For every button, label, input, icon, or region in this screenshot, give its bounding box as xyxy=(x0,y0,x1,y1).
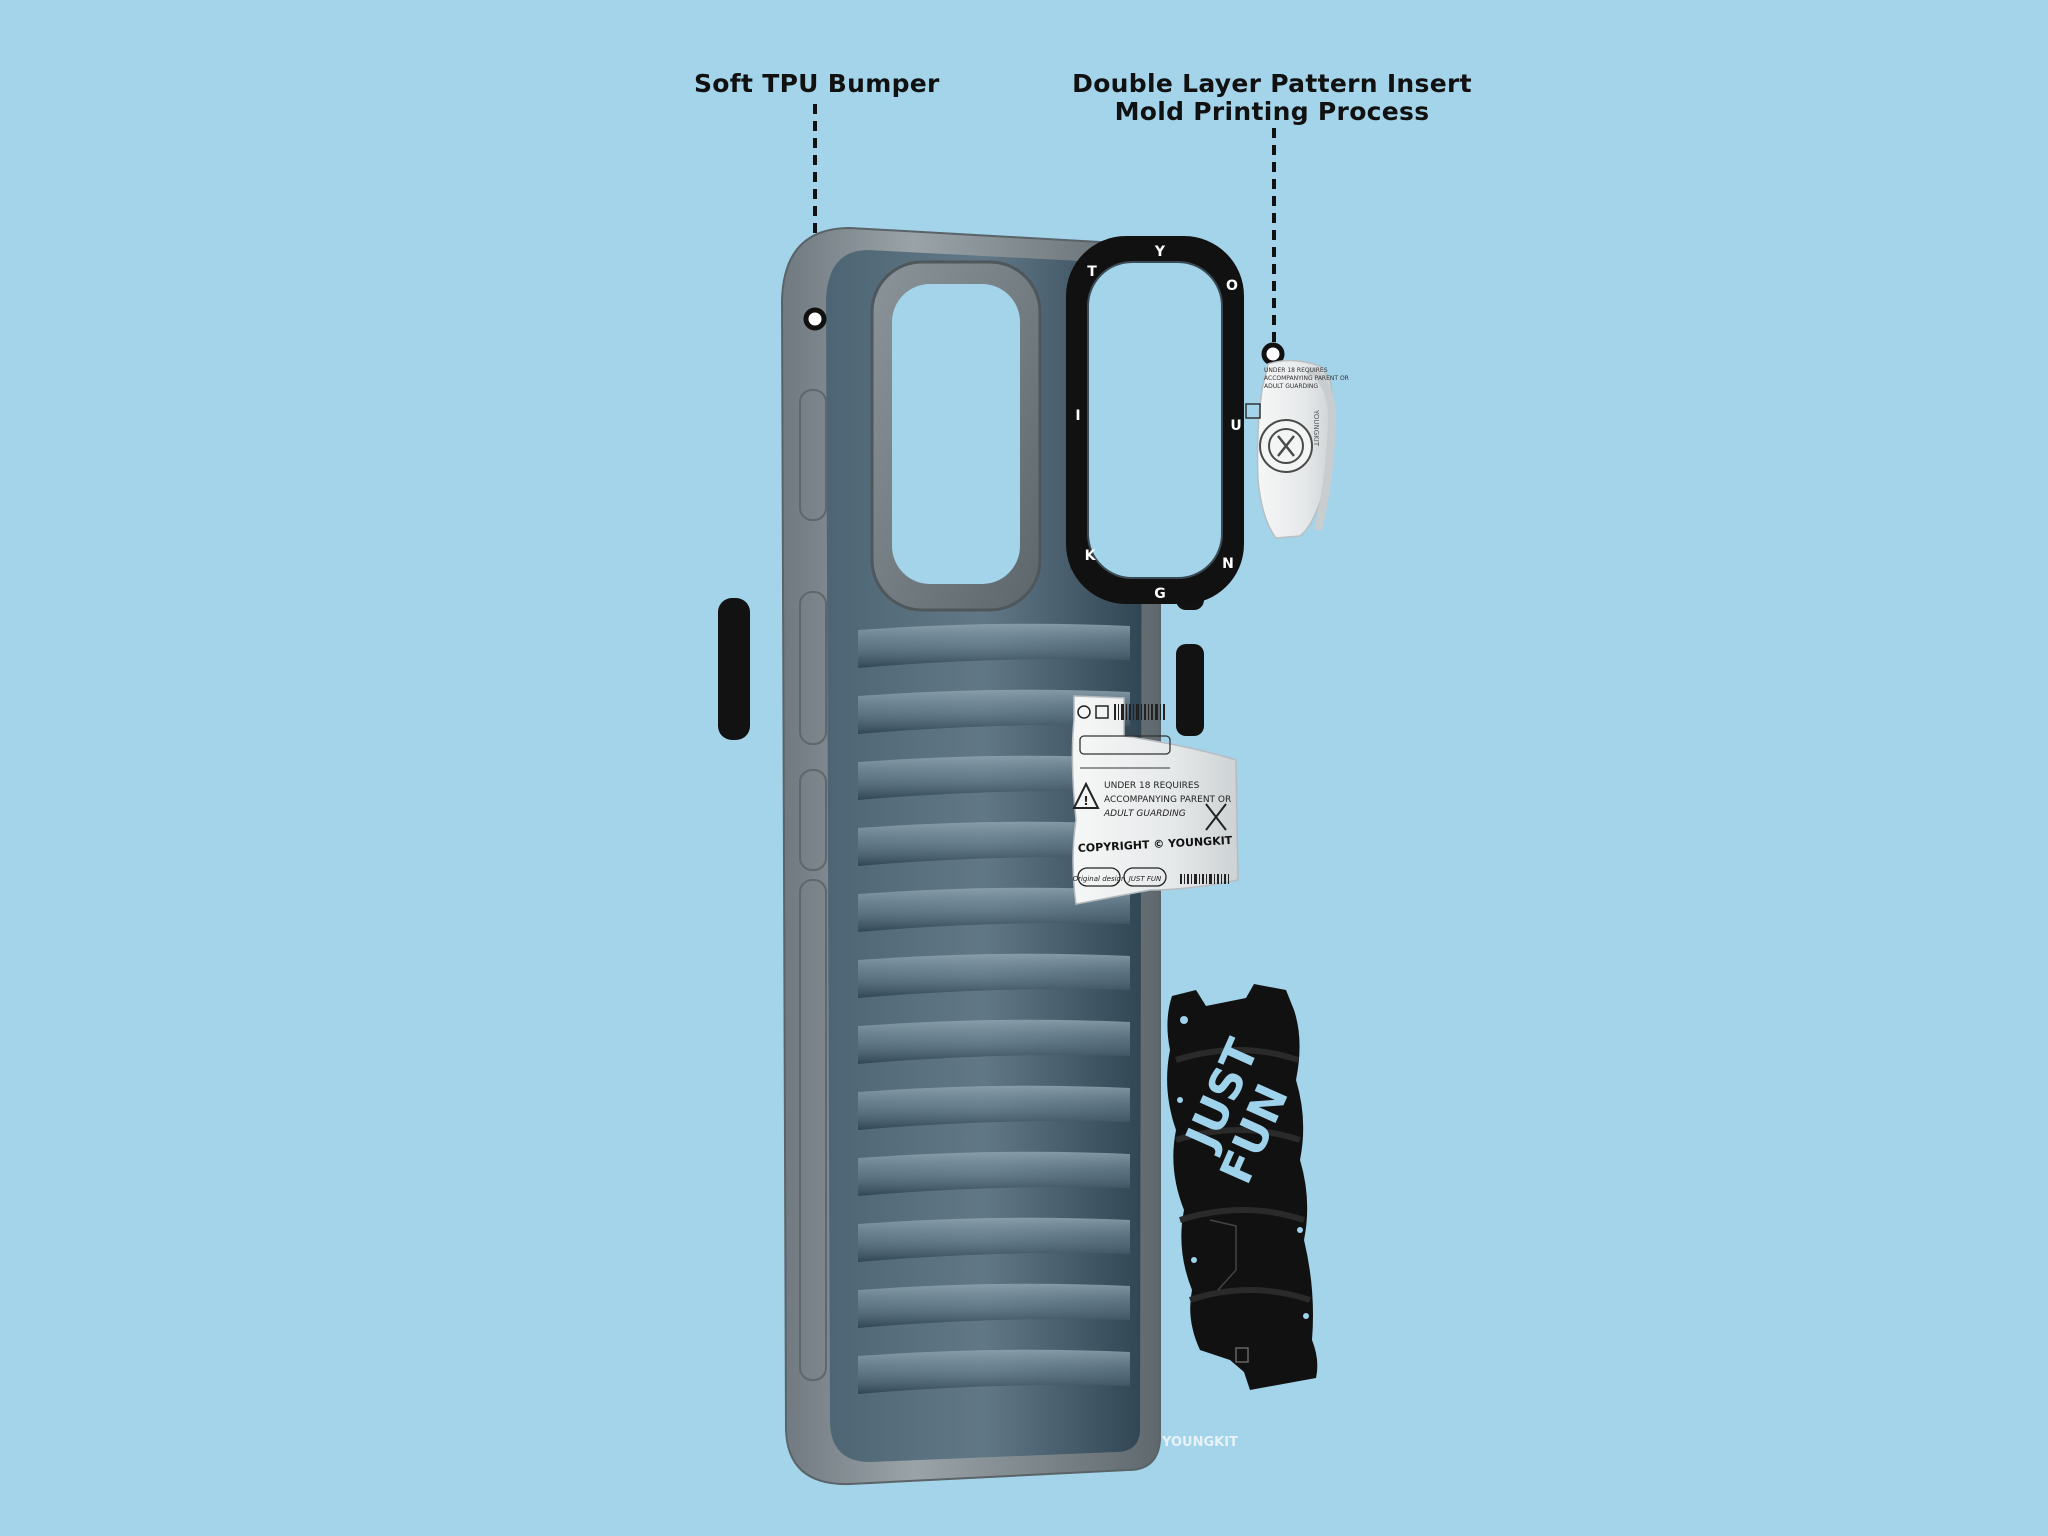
callout-text-insert-line1: Double Layer Pattern Insert xyxy=(1072,69,1472,98)
sticker-warning-line3: ADULT GUARDING xyxy=(1103,809,1186,819)
svg-text:!: ! xyxy=(1083,794,1088,808)
camera-cutout-hole xyxy=(892,284,1020,584)
sticker-card: ! UNDER 18 REQUIRES ACCOMPANYING PARENT … xyxy=(1071,695,1239,905)
case-rail-slot-3 xyxy=(799,769,827,871)
camera-ring: Y O U N G K I T xyxy=(1066,236,1244,604)
sticker-barcode-top xyxy=(1114,704,1165,720)
case-ribs xyxy=(858,623,1130,1394)
case-rail-slot-1 xyxy=(799,389,827,521)
warning-triangle-icon xyxy=(1072,781,1100,809)
small-sticker-text-3: ADULT GUARDING xyxy=(1264,383,1318,390)
callout-label-tpu-bumper: Soft TPU Bumper xyxy=(694,69,940,98)
ring-letter-i: I xyxy=(1075,408,1080,424)
sticker-barcode-bottom xyxy=(1180,874,1229,884)
callout-text-insert-line2: Mold Printing Process xyxy=(1114,97,1430,126)
small-sticker-side-text: YOUNGKIT xyxy=(1312,409,1320,447)
ring-letter-k: K xyxy=(1085,548,1097,564)
ring-letter-n: N xyxy=(1222,556,1234,572)
case-rail-slot-4 xyxy=(799,879,827,1381)
callout-text-tpu-bumper: Soft TPU Bumper xyxy=(694,69,940,98)
ring-letter-t: T xyxy=(1087,264,1097,280)
phone-case xyxy=(780,226,1161,1486)
ring-letter-g: G xyxy=(1154,586,1166,602)
sticker-tag-left: Original design xyxy=(1073,875,1126,883)
small-sticker: UNDER 18 REQUIRES ACCOMPANYING PARENT OR… xyxy=(1245,359,1349,539)
sticker-tag-right: JUST FUN xyxy=(1127,875,1162,883)
small-sticker-text-2: ACCOMPANYING PARENT OR xyxy=(1264,375,1349,382)
ring-letter-u: U xyxy=(1230,418,1241,434)
brand-mark: YOUNGKIT xyxy=(1161,1435,1238,1450)
side-button-left xyxy=(718,598,750,740)
sticker-warning-line2: ACCOMPANYING PARENT OR xyxy=(1104,795,1231,805)
ring-letter-y: Y xyxy=(1154,244,1166,260)
sticker-x-mark xyxy=(1205,803,1227,831)
callout-dot-tpu xyxy=(803,307,827,331)
ring-letter-o: O xyxy=(1226,278,1238,294)
black-pattern-insert: JUST FUN xyxy=(1167,984,1318,1390)
sticker-warning-line1: UNDER 18 REQUIRES xyxy=(1104,781,1200,791)
small-sticker-text-1: UNDER 18 REQUIRES xyxy=(1264,367,1328,374)
callout-dot-insert xyxy=(1261,342,1285,366)
case-rail-slot-2 xyxy=(799,591,827,745)
side-button-right-bottom xyxy=(1176,644,1204,736)
callout-label-pattern-insert: Double Layer Pattern Insert Mold Printin… xyxy=(1072,70,1472,126)
